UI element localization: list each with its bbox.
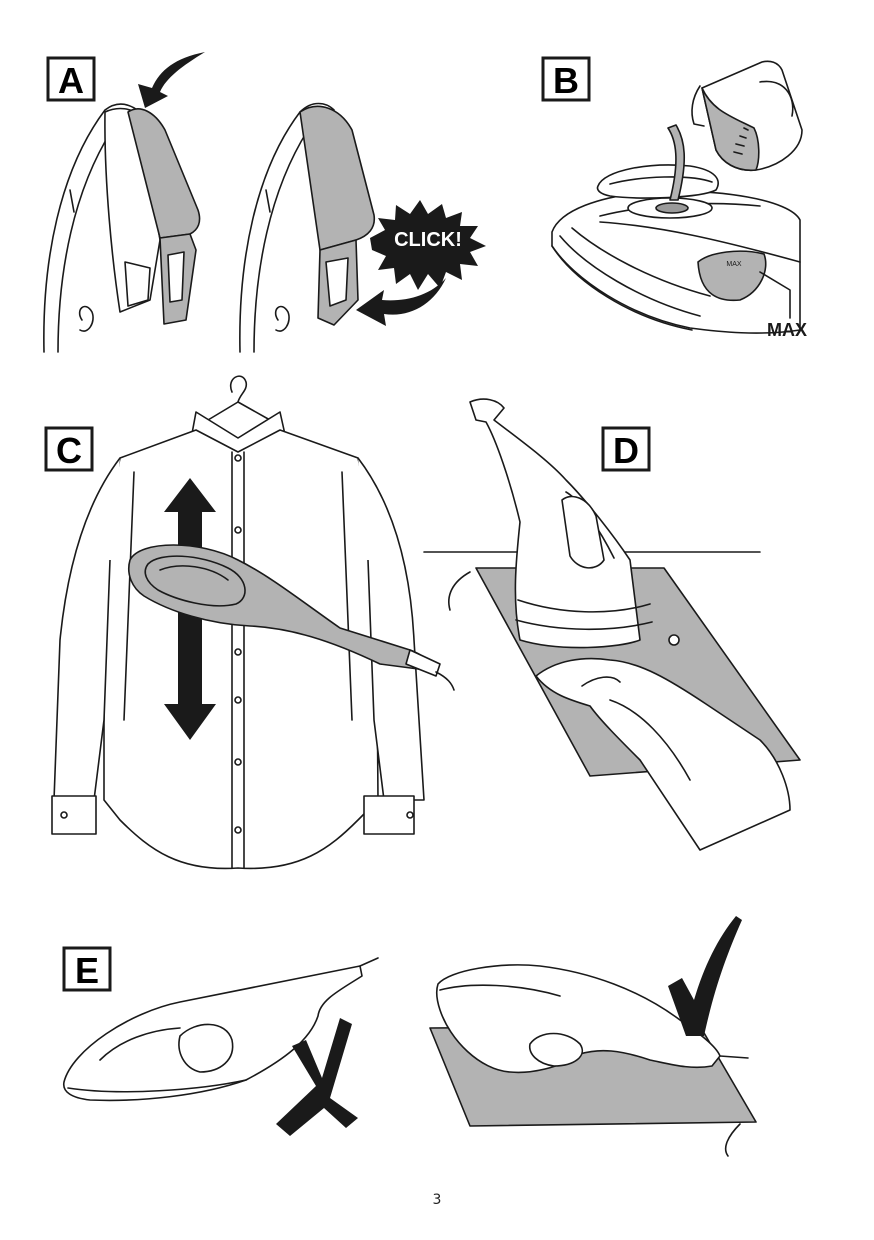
panel-d-label: D xyxy=(601,426,651,472)
water-stream xyxy=(667,124,686,201)
rotate-arrow-icon xyxy=(138,52,205,108)
panel-a-label: A xyxy=(46,56,96,102)
panel-c: C xyxy=(44,375,455,870)
click-burst-icon: CLICK! xyxy=(370,200,486,290)
steamer-correct-illustration xyxy=(429,964,757,1157)
panel-a: A CLICK! xyxy=(43,52,486,353)
panel-d-label-text: D xyxy=(613,430,639,471)
click-direction-arrow-icon xyxy=(356,278,446,326)
iron-open-illustration xyxy=(43,103,201,353)
max-callout-text: MAX xyxy=(767,320,807,340)
garment-steamer-illustration xyxy=(128,544,455,691)
panel-d: D xyxy=(423,398,801,851)
panel-c-label-text: C xyxy=(56,430,82,471)
panel-e: E xyxy=(62,916,757,1157)
water-tank-window xyxy=(697,250,767,302)
panel-a-label-text: A xyxy=(58,60,84,101)
panel-b: B MAX MAX xyxy=(541,56,807,340)
iron-closed-illustration xyxy=(239,102,376,353)
shirt-on-hanger-illustration xyxy=(51,375,425,870)
tank-max-mark: MAX xyxy=(726,261,742,268)
cross-mark-icon xyxy=(276,1018,358,1136)
cleaning-soleplate-illustration xyxy=(423,398,801,851)
panel-c-label: C xyxy=(44,426,94,472)
panel-b-label: B xyxy=(541,56,591,102)
iron-filling-illustration: MAX MAX xyxy=(551,60,807,340)
steamer-incorrect-illustration xyxy=(63,957,379,1102)
click-callout-text: CLICK! xyxy=(394,229,462,251)
page-number: 3 xyxy=(432,1192,442,1208)
check-mark-icon xyxy=(668,916,742,1036)
panel-e-label: E xyxy=(62,946,112,992)
panel-e-label-text: E xyxy=(75,950,99,991)
panel-b-label-text: B xyxy=(553,60,579,101)
